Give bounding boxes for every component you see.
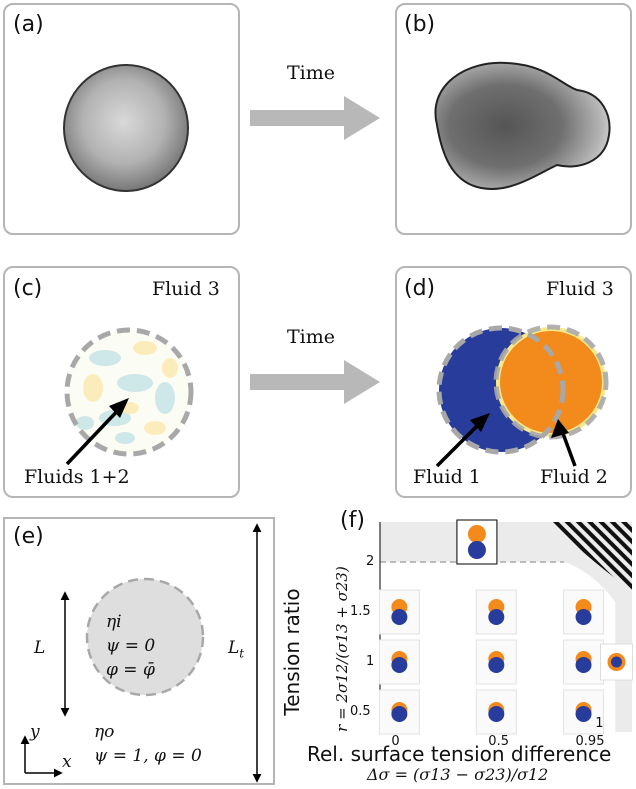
axis-y-label: y bbox=[30, 722, 40, 742]
panel-c bbox=[3, 266, 240, 498]
chart-xtick-0: 0 bbox=[391, 734, 400, 749]
chart-xlabel-line2: Δσ = (σ13 − σ23)/σ12 bbox=[367, 765, 549, 784]
eta-outer-label: ηo bbox=[94, 722, 115, 742]
chart-hatched-region bbox=[550, 522, 632, 590]
chart-engulf-inner bbox=[610, 656, 622, 668]
length-L-label: L bbox=[34, 638, 46, 658]
chart-point-1 bbox=[378, 639, 420, 685]
panel-e bbox=[3, 517, 275, 785]
chart-example-top bbox=[467, 525, 486, 543]
chart-ytick-0: 0.5 bbox=[350, 704, 371, 719]
chart-xtick-1: 0.5 bbox=[488, 734, 509, 749]
length-Lt-main: L bbox=[228, 638, 240, 658]
chart-example-bottom bbox=[467, 541, 486, 559]
panel-d-outer-label: Fluid 3 bbox=[546, 278, 614, 300]
length-Lt-label: Lt bbox=[228, 638, 244, 660]
time-label-mid: Time bbox=[287, 326, 336, 348]
panel-c-label: (c) bbox=[13, 276, 43, 301]
panel-c-outer-label: Fluid 3 bbox=[152, 278, 220, 300]
chart-point-7 bbox=[563, 639, 605, 685]
panel-b bbox=[395, 3, 632, 235]
phi-inner-label: φ = φ̄ bbox=[106, 660, 155, 680]
panel-b-label: (b) bbox=[404, 12, 436, 37]
chart-xlabel-line1: Rel. surface tension difference bbox=[307, 742, 612, 766]
chart-xtick-3: 1 bbox=[595, 716, 604, 731]
panel-a-label: (a) bbox=[13, 12, 44, 37]
separated-droplet bbox=[435, 324, 609, 468]
chart-ytick-3: 2 bbox=[366, 554, 375, 569]
schematic-e bbox=[20, 523, 262, 783]
chart-point-4 bbox=[475, 639, 517, 685]
panel-f-label: (f) bbox=[340, 508, 365, 533]
time-label-top: Time bbox=[287, 62, 336, 84]
phase-chart bbox=[378, 519, 633, 735]
panel-d-label: (d) bbox=[404, 276, 436, 301]
psi-inner-label: ψ = 0 bbox=[106, 636, 156, 656]
chart-point-8 bbox=[563, 589, 605, 635]
chart-point-3 bbox=[475, 689, 517, 735]
chart-point-0 bbox=[378, 689, 420, 735]
axis-x-label: x bbox=[62, 752, 72, 772]
chart-ytick-2: 1.5 bbox=[350, 604, 371, 619]
cell-image-b bbox=[434, 61, 611, 190]
mixed-droplet bbox=[64, 327, 194, 466]
chart-point-6 bbox=[563, 689, 605, 735]
panel-e-label: (e) bbox=[13, 524, 44, 549]
panel-a bbox=[3, 3, 240, 235]
length-Lt-sub: t bbox=[239, 646, 245, 661]
time-arrow-mid bbox=[250, 360, 380, 404]
chart-ylabel-line1: Tension ratio bbox=[280, 588, 304, 716]
panel-d-fluid1-label: Fluid 1 bbox=[413, 466, 481, 488]
chart-ytick-1: 1 bbox=[366, 654, 375, 669]
outside-condition-label: ψ = 1, φ = 0 bbox=[94, 746, 202, 766]
panel-d bbox=[395, 266, 632, 498]
panel-d-fluid2-label: Fluid 2 bbox=[540, 466, 608, 488]
panel-c-pointer-label: Fluids 1+2 bbox=[24, 466, 130, 488]
chart-point-5 bbox=[475, 589, 517, 635]
cell-image-a bbox=[63, 64, 189, 192]
chart-xtick-2: 0.95 bbox=[575, 734, 605, 749]
chart-point-2 bbox=[378, 589, 420, 635]
eta-inner-label: ηi bbox=[106, 612, 122, 632]
time-arrow-top bbox=[250, 96, 380, 140]
chart-ylabel-line2: r = 2σ12/(σ13 + σ23) bbox=[333, 566, 351, 732]
